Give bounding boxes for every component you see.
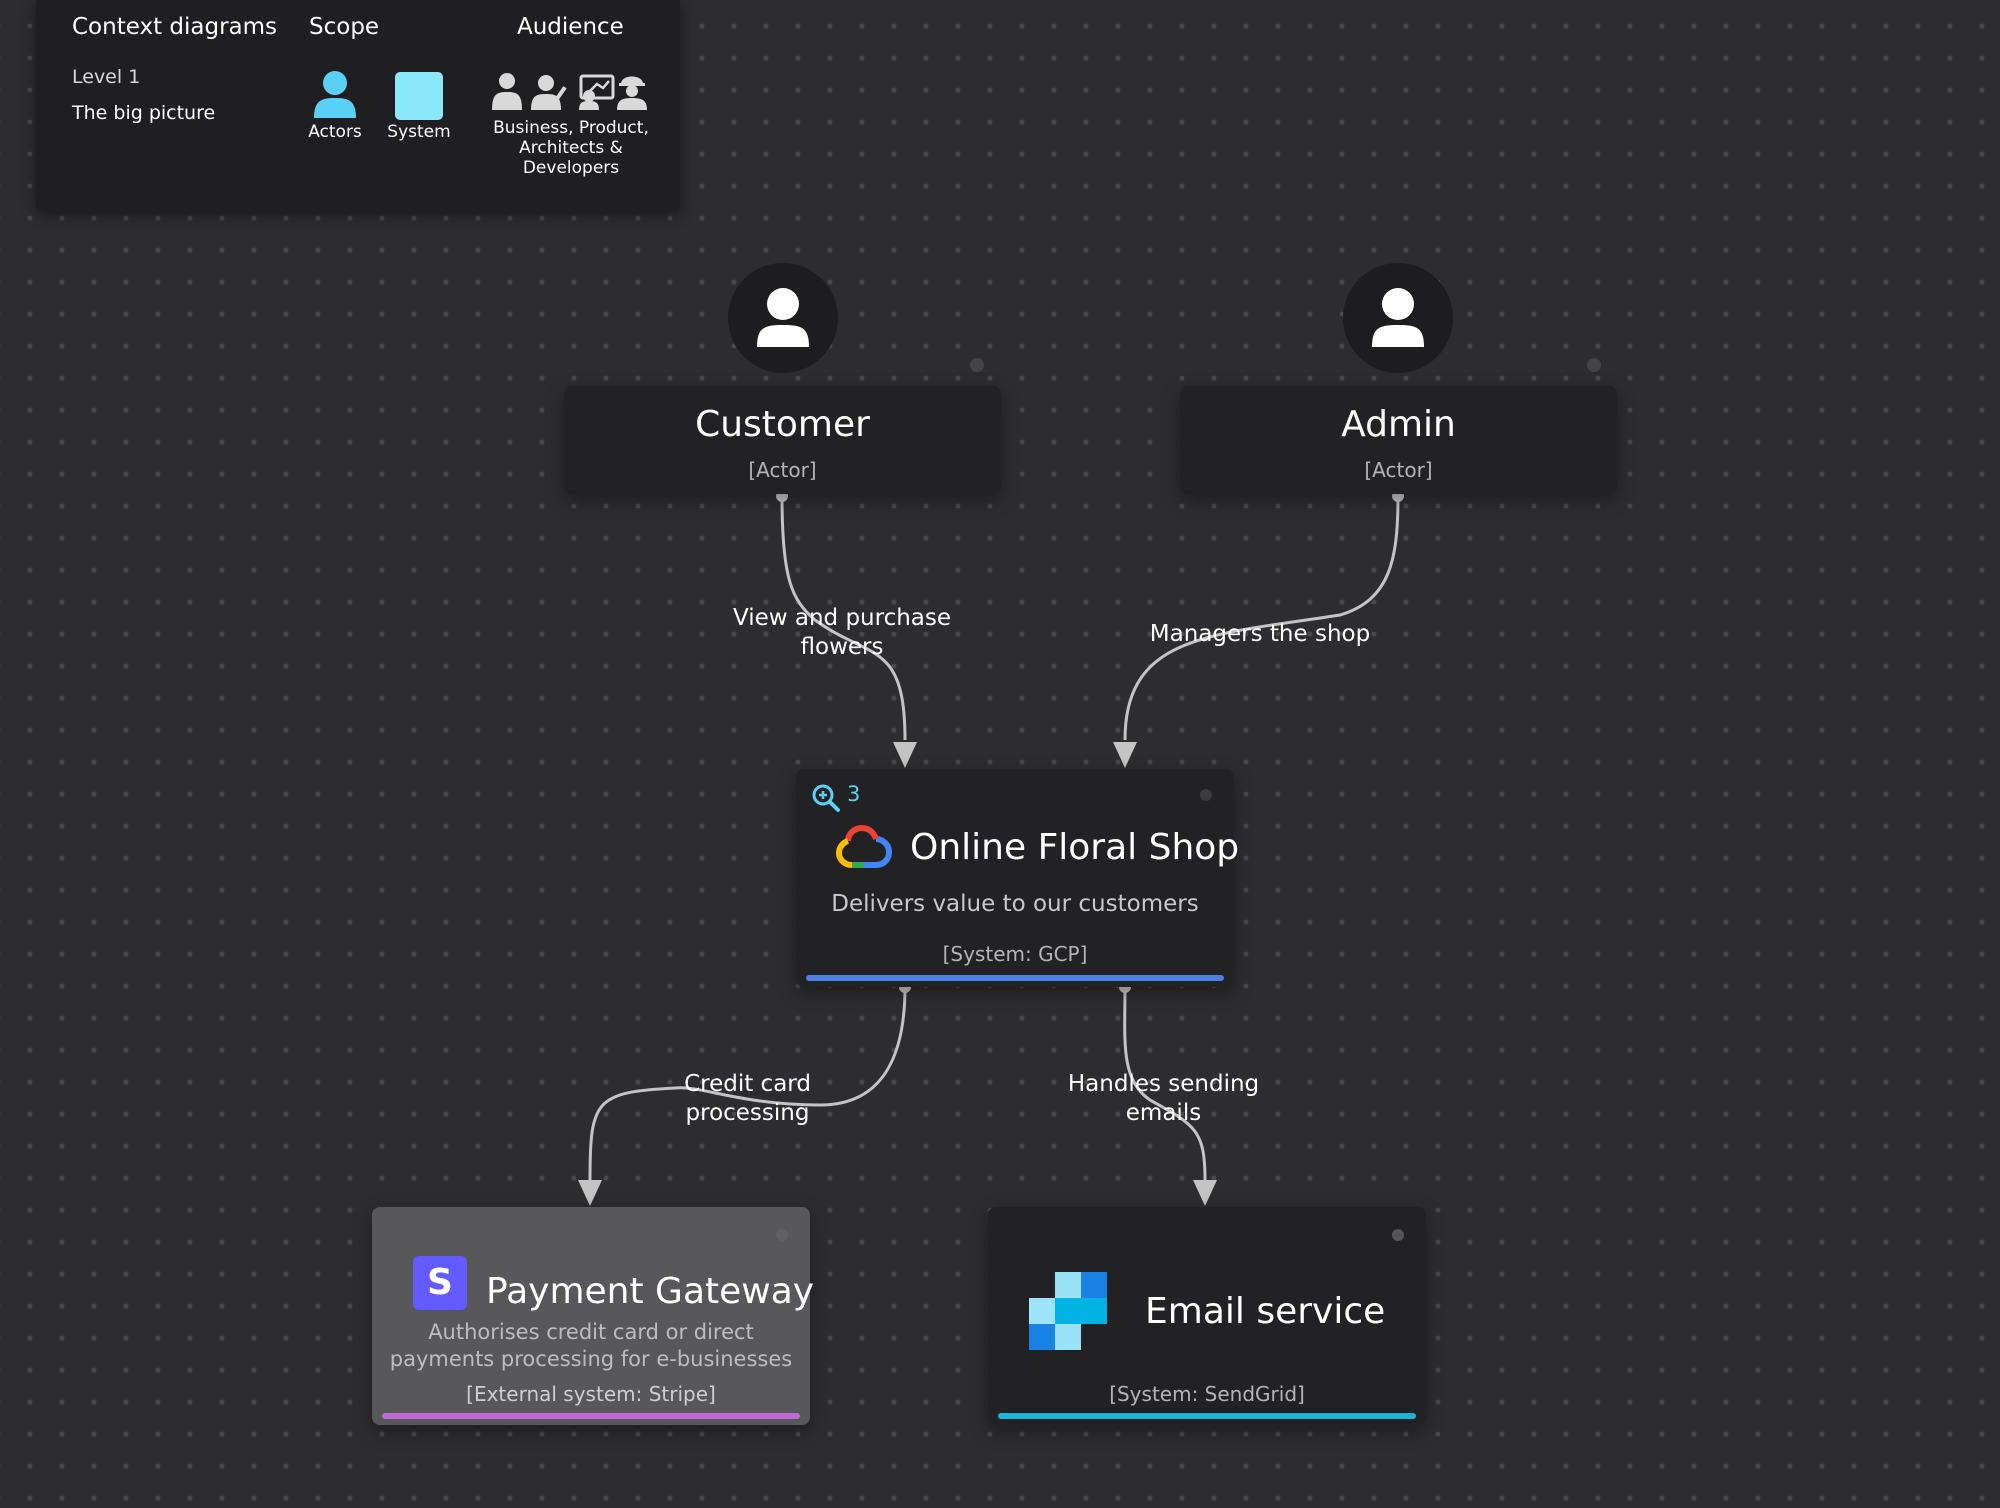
scope-heading: Scope: [309, 14, 380, 40]
shop-node-handle[interactable]: [1200, 789, 1212, 801]
payment-accent-bar: [382, 1413, 800, 1419]
email-node-handle[interactable]: [1392, 1229, 1404, 1241]
audience-icons: [492, 73, 647, 110]
email-type: [System: SendGrid]: [1109, 1382, 1305, 1406]
business-person-icon: [499, 73, 515, 89]
shop-type: [System: GCP]: [942, 942, 1088, 966]
developer-helmet-icon: [621, 76, 643, 84]
scope-actors-label: Actors: [308, 122, 362, 142]
edge-admin-shop: [1123, 495, 1400, 741]
edge-label-shop-email: Handles sending emails: [1067, 1071, 1260, 1126]
legend-panel: Context diagrams Level 1 The big picture…: [36, 0, 680, 211]
shop-title: Online Floral Shop: [910, 827, 1240, 868]
email-service-node[interactable]: Email service [System: SendGrid]: [988, 1207, 1426, 1425]
edge-label-admin-shop: Managers the shop: [1149, 621, 1371, 647]
scope-system-label: System: [387, 122, 451, 142]
edge-label-shop-payment: Credit card processing: [684, 1071, 811, 1126]
customer-avatar[interactable]: [728, 263, 838, 373]
payment-title: Payment Gateway: [486, 1271, 815, 1312]
arrowhead-shop-email: [1193, 1180, 1217, 1206]
edge-shop-payment: [588, 986, 907, 1181]
actor-legend-icon: [314, 71, 356, 118]
payment-gateway-node[interactable]: S Payment Gateway Authorises credit card…: [372, 1207, 814, 1425]
shop-description: Delivers value to our customers: [831, 891, 1199, 917]
admin-title: Admin: [1341, 404, 1456, 445]
online-floral-shop-node[interactable]: 3 Online Floral Shop Delivers value to o…: [796, 769, 1239, 987]
audience-heading: Audience: [517, 14, 624, 40]
payment-type: [External system: Stripe]: [466, 1382, 716, 1406]
arrowhead-shop-payment: [578, 1180, 602, 1206]
shop-accent-bar: [806, 975, 1224, 981]
user-icon: [1372, 288, 1424, 347]
email-title: Email service: [1145, 1291, 1386, 1332]
product-person-icon: [538, 75, 554, 91]
admin-node-handle[interactable]: [1587, 358, 1601, 372]
customer-node-handle[interactable]: [970, 358, 984, 372]
customer-type: [Actor]: [748, 458, 817, 482]
user-icon: [757, 288, 809, 347]
architect-board-icon: [579, 74, 615, 100]
legend-level-desc: The big picture: [72, 102, 216, 124]
email-accent-bar: [998, 1413, 1416, 1419]
edge-customer-shop: [780, 495, 907, 741]
arrowhead-customer-shop: [893, 742, 917, 768]
customer-node[interactable]: Customer [Actor]: [564, 386, 1001, 494]
legend-heading: Context diagrams: [72, 14, 278, 40]
system-legend-swatch: [395, 72, 443, 120]
payment-description: Authorises credit card or direct payment…: [389, 1320, 793, 1371]
arrowhead-admin-shop: [1113, 742, 1137, 768]
admin-avatar[interactable]: [1343, 263, 1453, 373]
edge-label-customer-shop: View and purchase flowers: [732, 605, 952, 660]
zoom-count: 3: [847, 782, 861, 806]
customer-title: Customer: [695, 404, 870, 445]
audience-caption: Business, Product, Architects & Develope…: [493, 118, 649, 178]
admin-node[interactable]: Admin [Actor]: [1180, 386, 1617, 494]
sendgrid-icon: [1029, 1272, 1107, 1350]
zoom-in-icon[interactable]: [811, 783, 841, 813]
google-cloud-icon: [836, 825, 892, 868]
stripe-icon: S: [413, 1256, 467, 1310]
edge-shop-email: [1123, 986, 1207, 1181]
legend-level: Level 1: [72, 66, 141, 88]
admin-type: [Actor]: [1364, 458, 1433, 482]
payment-node-handle[interactable]: [776, 1229, 788, 1241]
